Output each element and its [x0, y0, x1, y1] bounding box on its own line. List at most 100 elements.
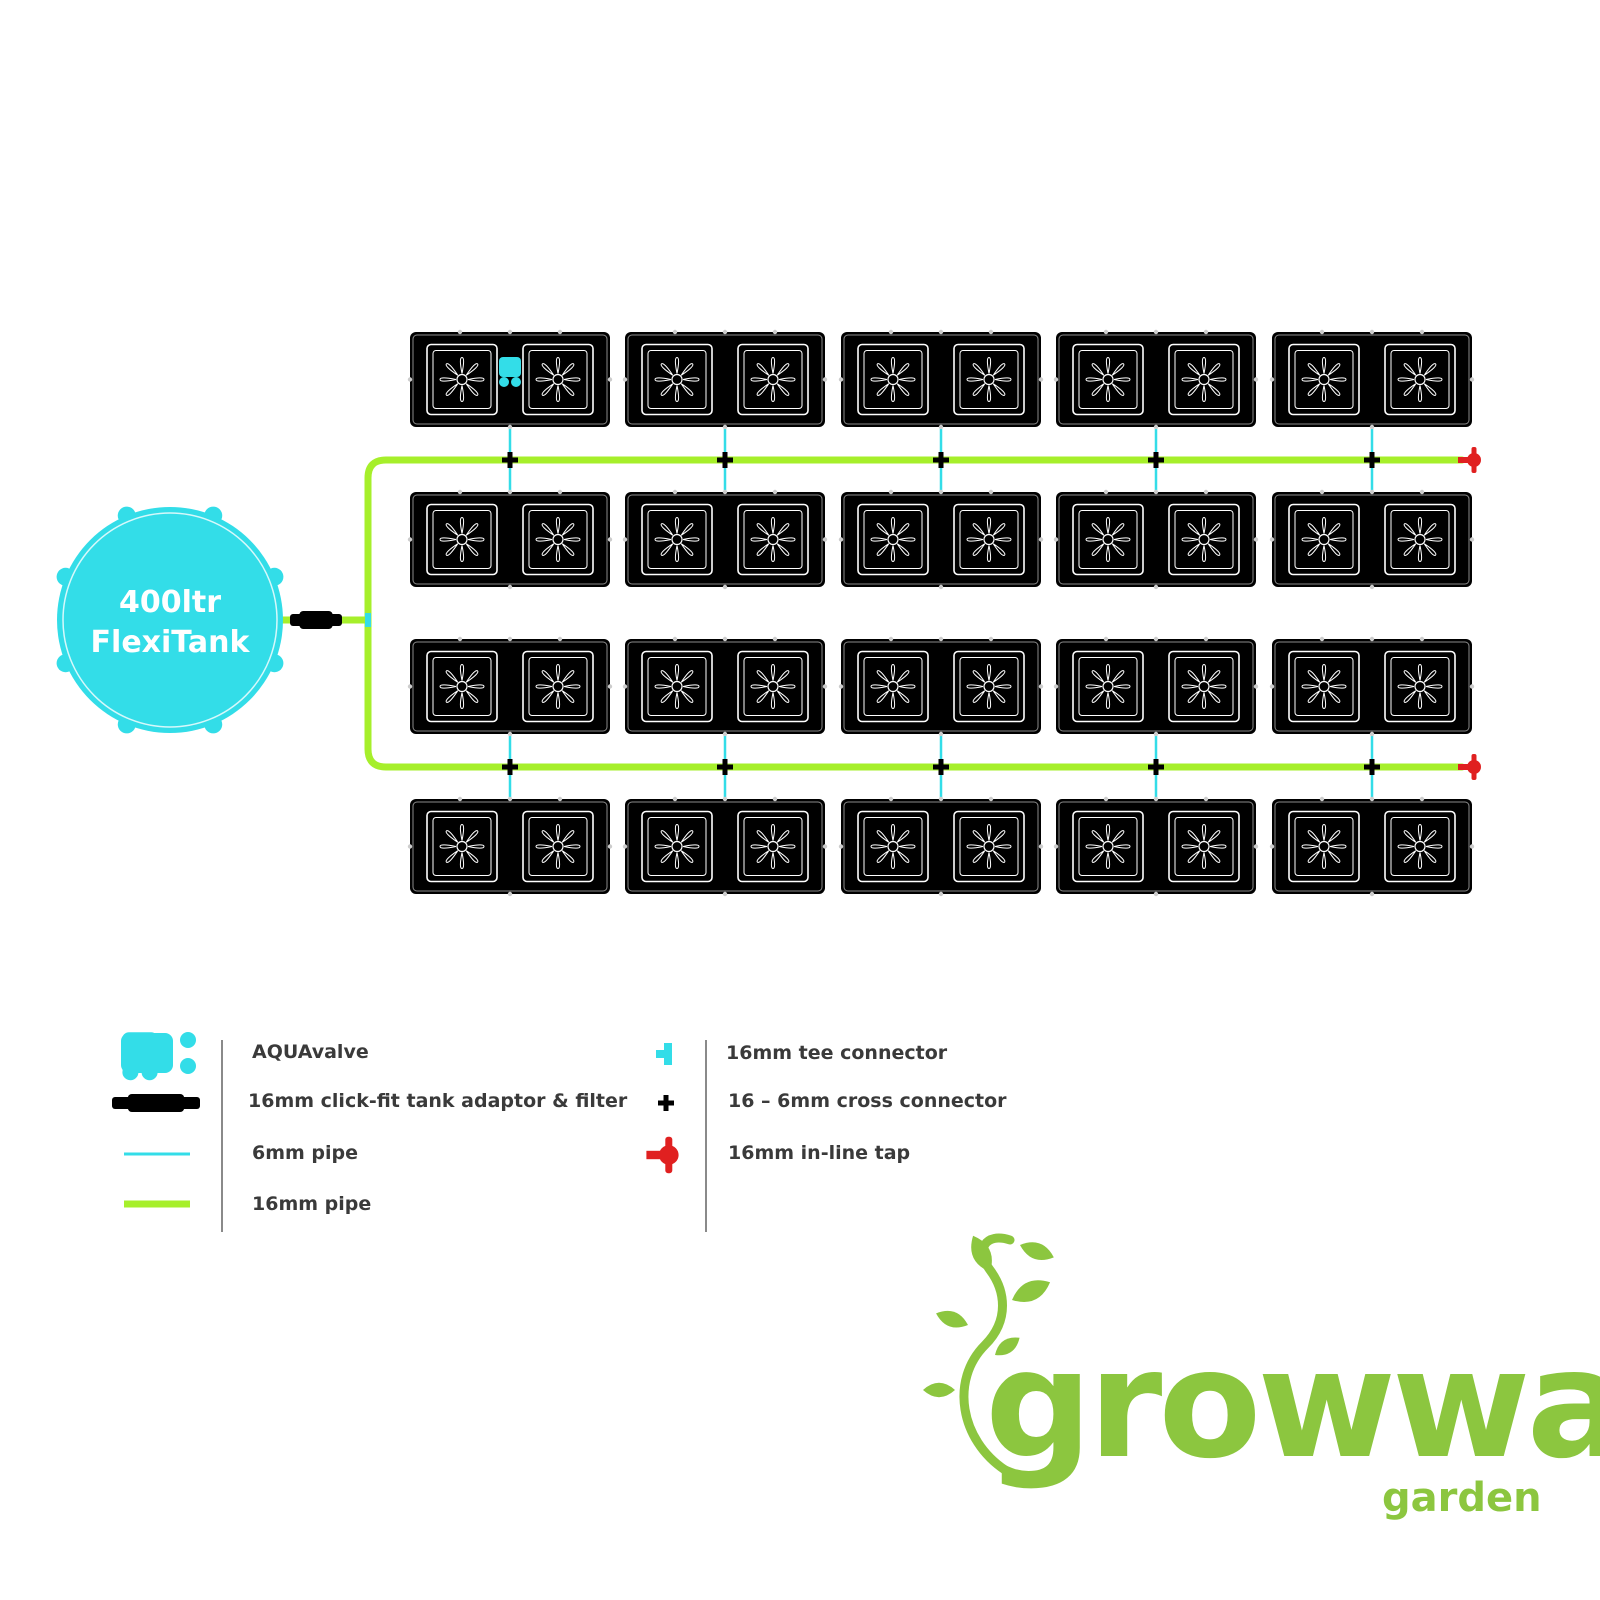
logo-leaf: [936, 1310, 968, 1328]
tray: [407, 796, 613, 897]
pot-flower-icon: [426, 503, 498, 576]
tray: [1053, 796, 1259, 897]
pot-flower-icon: [522, 810, 594, 883]
tray: [1053, 329, 1259, 430]
tray: [622, 796, 828, 897]
pot-flower-icon: [1072, 650, 1144, 723]
pot-flower-icon: [953, 650, 1025, 723]
logo-leaf: [1020, 1242, 1054, 1260]
cross-connector: [502, 452, 518, 468]
tank-rim: [62, 512, 278, 728]
pot-flower-icon: [1288, 503, 1360, 576]
pot-flower-icon: [857, 503, 929, 576]
tray: [622, 329, 828, 430]
pot-flower-icon: [1072, 343, 1144, 416]
pot-flower-icon: [737, 503, 809, 576]
tank-capacity-label: 400ltr: [119, 585, 221, 620]
legend-label-tee-connector: 16mm tee connector: [726, 1042, 948, 1064]
pot-flower-icon: [857, 650, 929, 723]
tray: [1269, 489, 1475, 590]
cross-connector: [1148, 452, 1164, 468]
pot-flower-icon: [1384, 810, 1456, 883]
tray: [622, 636, 828, 737]
pot-flower-icon: [1288, 810, 1360, 883]
cross-connector: [717, 452, 733, 468]
legend-label-6mm-pipe: 6mm pipe: [252, 1142, 359, 1164]
pot-flower-icon: [737, 343, 809, 416]
pot-flower-icon: [1384, 650, 1456, 723]
legend-label-cross-connector: 16 – 6mm cross connector: [728, 1090, 1007, 1112]
tank-adaptor-filter: [290, 611, 342, 629]
connector-group: [290, 357, 1481, 780]
pot-flower-icon: [426, 810, 498, 883]
pot-flower-icon: [953, 343, 1025, 416]
pot-flower-icon: [641, 343, 713, 416]
16mm-pipe: [364, 456, 1466, 482]
pot-flower-icon: [1168, 343, 1240, 416]
tray: [1269, 796, 1475, 897]
cross-connector: [1148, 759, 1164, 775]
tray: [407, 489, 613, 590]
cross-connector: [1364, 452, 1380, 468]
logo-sprout-icon: [923, 1233, 1054, 1475]
pot-flower-icon: [857, 810, 929, 883]
pot-flower-icon: [857, 343, 929, 416]
legend-label-16mm-pipe: 16mm pipe: [252, 1193, 372, 1215]
tray-group: [407, 329, 1475, 897]
tray: [407, 329, 613, 430]
legend-aquavalve-body: [121, 1033, 173, 1073]
tank-body: [57, 507, 283, 733]
tray: [1269, 636, 1475, 737]
pot-flower-icon: [1288, 343, 1360, 416]
logo-subtitle: garden: [1382, 1475, 1542, 1521]
6mm-pipe-group: [508, 417, 1374, 809]
pot-flower-icon: [641, 810, 713, 883]
pot-flower-icon: [1168, 503, 1240, 576]
legend-aquavalve-knob: [180, 1032, 196, 1048]
pot-flower-icon: [426, 650, 498, 723]
legend-label-tank-adaptor: 16mm click-fit tank adaptor & filter: [248, 1090, 628, 1112]
tray: [1053, 489, 1259, 590]
pot-flower-icon: [1384, 343, 1456, 416]
pot-flower-icon: [522, 650, 594, 723]
pot-flower-icon: [1072, 810, 1144, 883]
legend-label-inline-tap: 16mm in-line tap: [728, 1142, 911, 1164]
logo-wordmark: growway: [985, 1318, 1600, 1492]
tank-name-label: FlexiTank: [91, 625, 251, 660]
cross-connector: [1364, 759, 1380, 775]
pot-flower-icon: [522, 503, 594, 576]
pot-flower-icon: [737, 810, 809, 883]
legend-inline-tap-icon: [646, 1136, 679, 1174]
pot-flower-icon: [953, 810, 1025, 883]
inline-tap: [1458, 754, 1481, 780]
pot-flower-icon: [737, 650, 809, 723]
pot-flower-icon: [1288, 650, 1360, 723]
pot-flower-icon: [1168, 650, 1240, 723]
aquavalve: [499, 357, 521, 387]
logo-leaf: [971, 1235, 992, 1272]
cross-connector: [933, 759, 949, 775]
tray: [838, 796, 1044, 897]
logo-leaf: [923, 1382, 955, 1398]
pot-flower-icon: [426, 343, 498, 416]
tray: [622, 489, 828, 590]
tray: [838, 329, 1044, 430]
pot-flower-icon: [641, 503, 713, 576]
legend-label-aquavalve: AQUAvalve: [252, 1041, 369, 1063]
legend-tee-connector-icon: [656, 1043, 672, 1065]
legend-aquavalve-knob: [180, 1058, 196, 1074]
legend-icons: [112, 1032, 707, 1232]
pot-flower-icon: [522, 343, 594, 416]
tray: [1053, 636, 1259, 737]
cross-connector: [502, 759, 518, 775]
tray: [838, 489, 1044, 590]
inline-tap: [1458, 447, 1481, 473]
legend-tank-adaptor-icon: [112, 1094, 200, 1112]
legend-cross-connector-icon: [658, 1095, 674, 1111]
pot-flower-icon: [1384, 503, 1456, 576]
cross-connector: [933, 452, 949, 468]
tray: [1269, 329, 1475, 430]
